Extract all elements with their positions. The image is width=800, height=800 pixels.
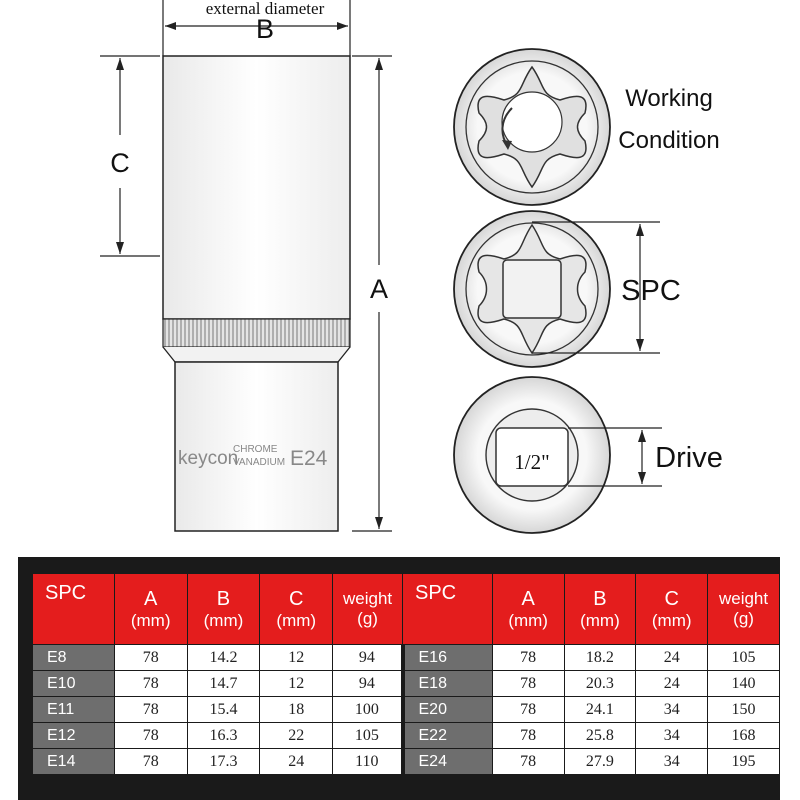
weight-cell: 94	[332, 670, 403, 697]
b-cell: 16.3	[186, 722, 261, 749]
spc-code-cell: E22	[400, 722, 493, 749]
a-cell: 78	[113, 748, 188, 775]
spc-code-cell: E24	[400, 748, 493, 775]
c-dimension: C	[100, 55, 160, 257]
b-cell: 25.8	[563, 722, 637, 749]
a-dimension: A	[352, 55, 392, 532]
a-cell: 78	[491, 644, 565, 671]
socket-diagram: external diameter B C A keycon CHROME VA…	[100, 0, 723, 534]
weight-cell: 110	[332, 748, 403, 775]
material-line-1: CHROME	[233, 444, 278, 455]
c-cell: 12	[259, 670, 334, 697]
external-diameter-label: external diameter	[206, 0, 325, 18]
header-spc-right: SPC	[402, 573, 493, 645]
weight-cell: 100	[332, 696, 403, 723]
a-cell: 78	[113, 722, 188, 749]
header-b-right: B(mm)	[563, 573, 637, 645]
drive-view: 1/2" Drive	[453, 376, 723, 534]
spc-code-cell: E18	[400, 670, 493, 697]
a-cell: 78	[491, 696, 565, 723]
c-cell: 34	[635, 696, 709, 723]
a-cell: 78	[113, 644, 188, 671]
spc-code-cell: E16	[400, 644, 493, 671]
spec-table: SPC A(mm) B(mm) C(mm) weight(g) SPC A(mm…	[32, 573, 780, 775]
b-cell: 18.2	[563, 644, 637, 671]
a-cell: 78	[113, 696, 188, 723]
working-condition-view: Working Condition	[453, 48, 720, 206]
c-cell: 24	[635, 670, 709, 697]
socket-side-view: keycon CHROME VANADIUM E24	[162, 55, 351, 532]
b-dimension: external diameter B	[162, 0, 351, 56]
header-a-right: A(mm)	[491, 573, 565, 645]
b-cell: 24.1	[563, 696, 637, 723]
b-cell: 14.2	[186, 644, 261, 671]
a-cell: 78	[113, 670, 188, 697]
c-label: C	[110, 148, 130, 178]
weight-cell: 168	[707, 722, 780, 749]
working-label-1: Working	[625, 85, 713, 112]
material-line-2: VANADIUM	[233, 457, 285, 468]
c-cell: 12	[259, 644, 334, 671]
spc-code-cell: E8	[32, 644, 115, 671]
drive-size-label: 1/2"	[514, 450, 549, 474]
a-label: A	[370, 274, 388, 304]
c-cell: 34	[635, 722, 709, 749]
drive-label: Drive	[655, 442, 723, 474]
weight-cell: 94	[332, 644, 403, 671]
weight-cell: 150	[707, 696, 780, 723]
b-cell: 27.9	[563, 748, 637, 775]
header-spc: SPC	[32, 573, 115, 645]
c-cell: 18	[259, 696, 334, 723]
a-cell: 78	[491, 748, 565, 775]
spc-code-cell: E10	[32, 670, 115, 697]
b-cell: 17.3	[186, 748, 261, 775]
a-cell: 78	[491, 670, 565, 697]
spec-table-panel: SPC A(mm) B(mm) C(mm) weight(g) SPC A(mm…	[18, 557, 780, 800]
header-c-right: C(mm)	[635, 573, 709, 645]
header-a: A(mm)	[113, 573, 188, 645]
a-cell: 78	[491, 722, 565, 749]
weight-cell: 140	[707, 670, 780, 697]
spc-code-cell: E20	[400, 696, 493, 723]
b-cell: 15.4	[186, 696, 261, 723]
c-cell: 24	[635, 644, 709, 671]
table-header-row: SPC A(mm) B(mm) C(mm) weight(g) SPC A(mm…	[32, 573, 780, 645]
weight-cell: 105	[332, 722, 403, 749]
header-b: B(mm)	[186, 573, 261, 645]
working-label-2: Condition	[618, 127, 719, 154]
b-label: B	[256, 14, 274, 44]
weight-cell: 105	[707, 644, 780, 671]
b-cell: 20.3	[563, 670, 637, 697]
spc-label: SPC	[621, 275, 681, 307]
c-cell: 22	[259, 722, 334, 749]
header-weight-right: weight(g)	[707, 573, 780, 645]
spc-view: SPC	[453, 210, 681, 368]
spc-code-cell: E11	[32, 696, 115, 723]
b-cell: 14.7	[186, 670, 261, 697]
brand-label: keycon	[178, 448, 238, 469]
c-cell: 24	[259, 748, 334, 775]
header-c: C(mm)	[259, 573, 334, 645]
c-cell: 34	[635, 748, 709, 775]
model-label: E24	[290, 447, 328, 470]
header-weight: weight(g)	[332, 573, 403, 645]
spc-code-cell: E14	[32, 748, 115, 775]
weight-cell: 195	[707, 748, 780, 775]
spc-code-cell: E12	[32, 722, 115, 749]
